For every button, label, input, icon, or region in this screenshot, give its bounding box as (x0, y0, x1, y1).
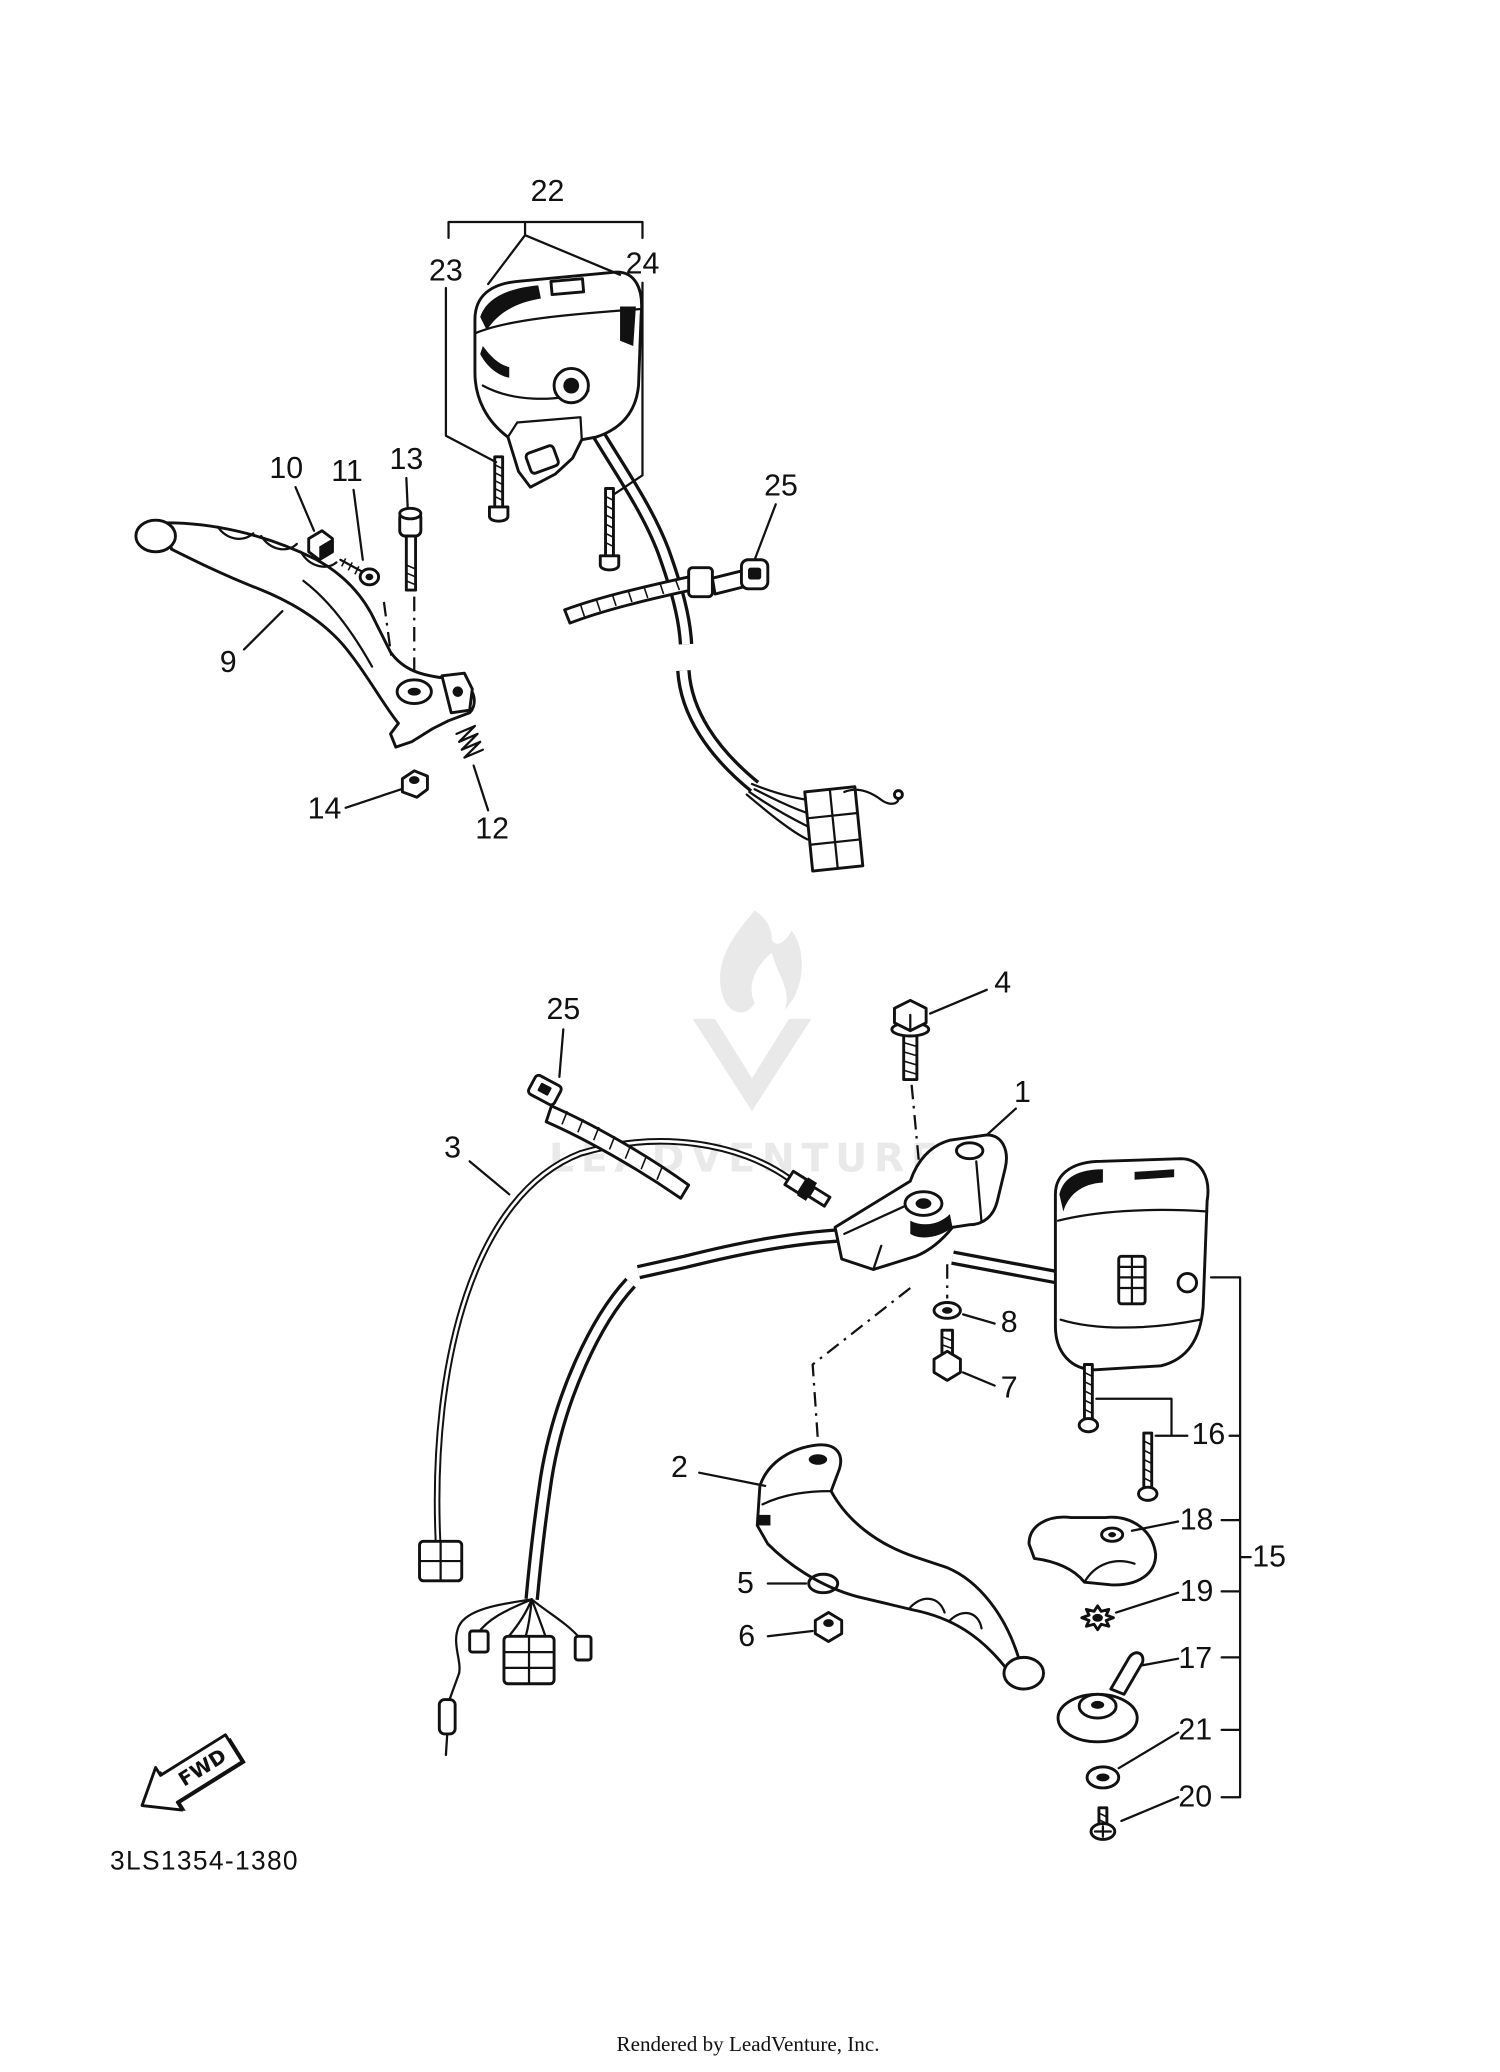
leader-16 (1095, 1397, 1189, 1437)
leader-14 (344, 788, 403, 809)
part-15-handlebar-switch-right (1053, 1157, 1210, 1372)
switch-cable-upper (571, 395, 760, 793)
callouts-lower: 4 25 1 3 8 7 16 2 18 15 5 19 6 17 21 20 (444, 967, 1286, 1814)
part-8-washer (932, 1301, 962, 1320)
part-25-cable-tie-upper (563, 558, 770, 625)
part-9-clutch-lever (134, 518, 476, 749)
footer-credit: Rendered by LeadVenture, Inc. (617, 2032, 880, 2056)
callout-10: 10 (269, 452, 303, 485)
part-14-nut (400, 769, 429, 799)
callout-13: 13 (389, 443, 423, 476)
callout-25-upper: 25 (764, 469, 798, 502)
leader-12 (472, 764, 490, 812)
leader-25-lower (558, 1028, 565, 1079)
callout-24: 24 (626, 248, 660, 281)
leader-7 (961, 1371, 996, 1387)
part-25-cable-tie-lower (527, 1073, 691, 1200)
leader-1 (985, 1107, 1017, 1137)
callout-15: 15 (1252, 1541, 1286, 1574)
part-12-spring (455, 724, 484, 759)
part-21-washer (1085, 1765, 1121, 1790)
callout-18: 18 (1180, 1504, 1214, 1537)
part-23-screw (487, 455, 510, 523)
part-5-o-ring (807, 1572, 840, 1595)
leader-10 (294, 486, 316, 532)
callout-4: 4 (994, 967, 1011, 1000)
callout-23: 23 (429, 254, 463, 287)
part-16-screws (1077, 1363, 1159, 1502)
bracket-22 (447, 220, 644, 286)
bracket-15 (1209, 1276, 1252, 1799)
leader-13 (405, 476, 409, 509)
callout-21: 21 (1178, 1713, 1212, 1746)
diagram-code: 3LS1354-1380 (110, 1846, 299, 1876)
leader-24 (613, 281, 644, 495)
part-10-locknut (307, 529, 334, 562)
leader-6 (766, 1629, 814, 1638)
callout-7: 7 (1001, 1372, 1018, 1405)
leader-9 (242, 610, 284, 651)
part-18-throttle-housing (1027, 1515, 1158, 1587)
leader-18 (1130, 1520, 1180, 1532)
leader-2 (698, 1471, 767, 1487)
switch-cable-lower (524, 1227, 1060, 1600)
callout-17: 17 (1178, 1642, 1212, 1675)
callout-3: 3 (444, 1132, 461, 1165)
part-19-lock-washer (1080, 1604, 1115, 1632)
part-1-lever-holder (833, 1133, 1008, 1271)
leader-4 (928, 988, 988, 1015)
callout-14: 14 (308, 793, 342, 826)
switch-connector-upper (745, 782, 904, 873)
leadventure-logo-icon (692, 910, 812, 1112)
leader-17 (1141, 1657, 1180, 1667)
leader-lines-lower (468, 988, 1252, 1823)
callout-16: 16 (1192, 1418, 1226, 1451)
callout-1: 1 (1014, 1076, 1031, 1109)
callout-12: 12 (475, 812, 509, 845)
part-11-adjust-screw (339, 558, 381, 587)
callout-9: 9 (220, 646, 237, 679)
part-13-pivot-bolt (398, 506, 423, 592)
leader-21 (1117, 1731, 1180, 1770)
callout-5: 5 (737, 1567, 754, 1600)
assembly-line-lever-pivot (811, 1287, 911, 1442)
assembly-line-adjuster (382, 601, 393, 661)
callout-22: 22 (531, 175, 565, 208)
leader-25-upper (753, 503, 777, 561)
leader-11 (352, 488, 364, 561)
part-22-handlebar-switch (473, 270, 644, 489)
lower-assembly: 4 25 1 3 8 7 16 2 18 15 5 19 6 17 21 20 (418, 967, 1286, 1841)
leader-23 (444, 286, 498, 464)
callout-2: 2 (671, 1451, 688, 1484)
callout-6: 6 (738, 1620, 755, 1653)
leader-8 (961, 1313, 996, 1325)
part-7-bolt (932, 1328, 962, 1382)
part-6-nut (813, 1611, 844, 1643)
part-3-cable (418, 1138, 832, 1583)
callout-20: 20 (1178, 1781, 1212, 1814)
callout-8: 8 (1001, 1306, 1018, 1339)
leader-20 (1120, 1796, 1180, 1823)
part-2-brake-lever (755, 1443, 1045, 1691)
forward-direction-arrow-icon: FWD (140, 1733, 246, 1812)
upper-assembly: 22 23 24 25 10 11 13 9 14 12 (134, 175, 904, 873)
leader-3 (468, 1160, 511, 1196)
callout-11: 11 (331, 455, 362, 488)
part-24-screw (598, 487, 621, 572)
leader-lines-upper (242, 220, 777, 812)
leader-19 (1114, 1591, 1180, 1614)
switch-connector-lower (437, 1598, 593, 1757)
callout-25-lower: 25 (546, 993, 580, 1026)
part-4-bolt (890, 998, 931, 1081)
part-20-screw (1089, 1806, 1117, 1841)
callouts-upper: 22 23 24 25 10 11 13 9 14 12 (220, 175, 798, 845)
part-17-throttle-cam (1056, 1651, 1145, 1744)
callout-19: 19 (1180, 1575, 1214, 1608)
